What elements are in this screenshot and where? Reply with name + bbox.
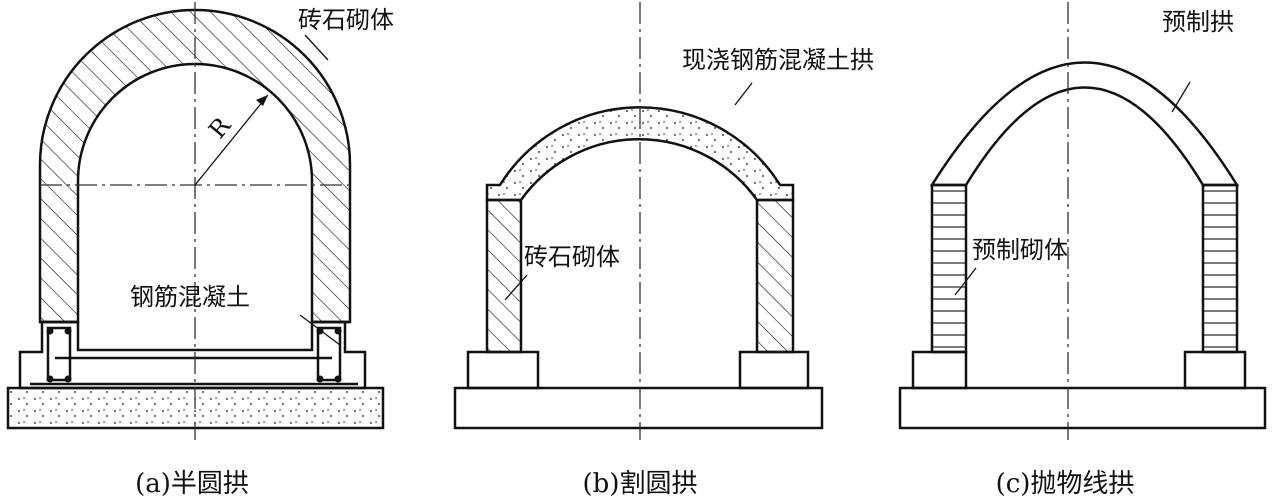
arch-label-c: 预制拱 <box>1162 8 1234 36</box>
left-precast-wall <box>930 183 968 354</box>
caption-a: (a)半圆拱 <box>135 469 249 499</box>
cast-concrete-arch <box>485 106 795 202</box>
right-masonry-wall <box>755 198 795 354</box>
panel-semicircular-arch: R 砖石砌体 钢筋混凝土 (a)半圆拱 <box>6 2 394 499</box>
right-precast-wall <box>1201 183 1239 354</box>
rc-foundation <box>18 320 367 390</box>
masonry-label-c: 预制砌体 <box>972 236 1068 264</box>
masonry-label-b: 砖石砌体 <box>524 243 620 271</box>
masonry-label: 砖石砌体 <box>298 6 394 34</box>
arch-label: 现浇钢筋混凝土拱 <box>682 46 874 74</box>
precast-arch <box>929 61 1240 187</box>
left-masonry-wall <box>485 198 523 354</box>
foundation-base-c <box>898 386 1267 430</box>
caption-b: (b)割圆拱 <box>583 469 698 499</box>
caption-c: (c)抛物线拱 <box>996 469 1135 499</box>
concrete-label: 钢筋混凝土 <box>130 283 250 311</box>
foundation-base <box>453 386 824 430</box>
panel-segmental-arch: 现浇钢筋混凝土拱 砖石砌体 (b)割圆拱 <box>453 2 874 499</box>
radius-line <box>194 94 269 186</box>
panel-parabolic-arch: 预制拱 预制砌体 (c)抛物线拱 <box>898 2 1267 499</box>
masonry-arch-body <box>38 8 352 324</box>
